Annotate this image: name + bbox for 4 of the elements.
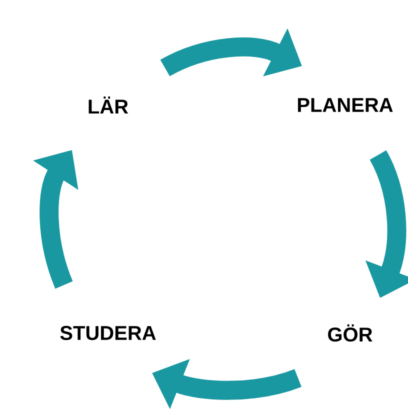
step-label: GÖR bbox=[328, 324, 372, 342]
step-label: STUDERA bbox=[60, 326, 156, 340]
step-label: PLANERA bbox=[298, 98, 393, 112]
step-label: LÄR bbox=[88, 96, 128, 114]
